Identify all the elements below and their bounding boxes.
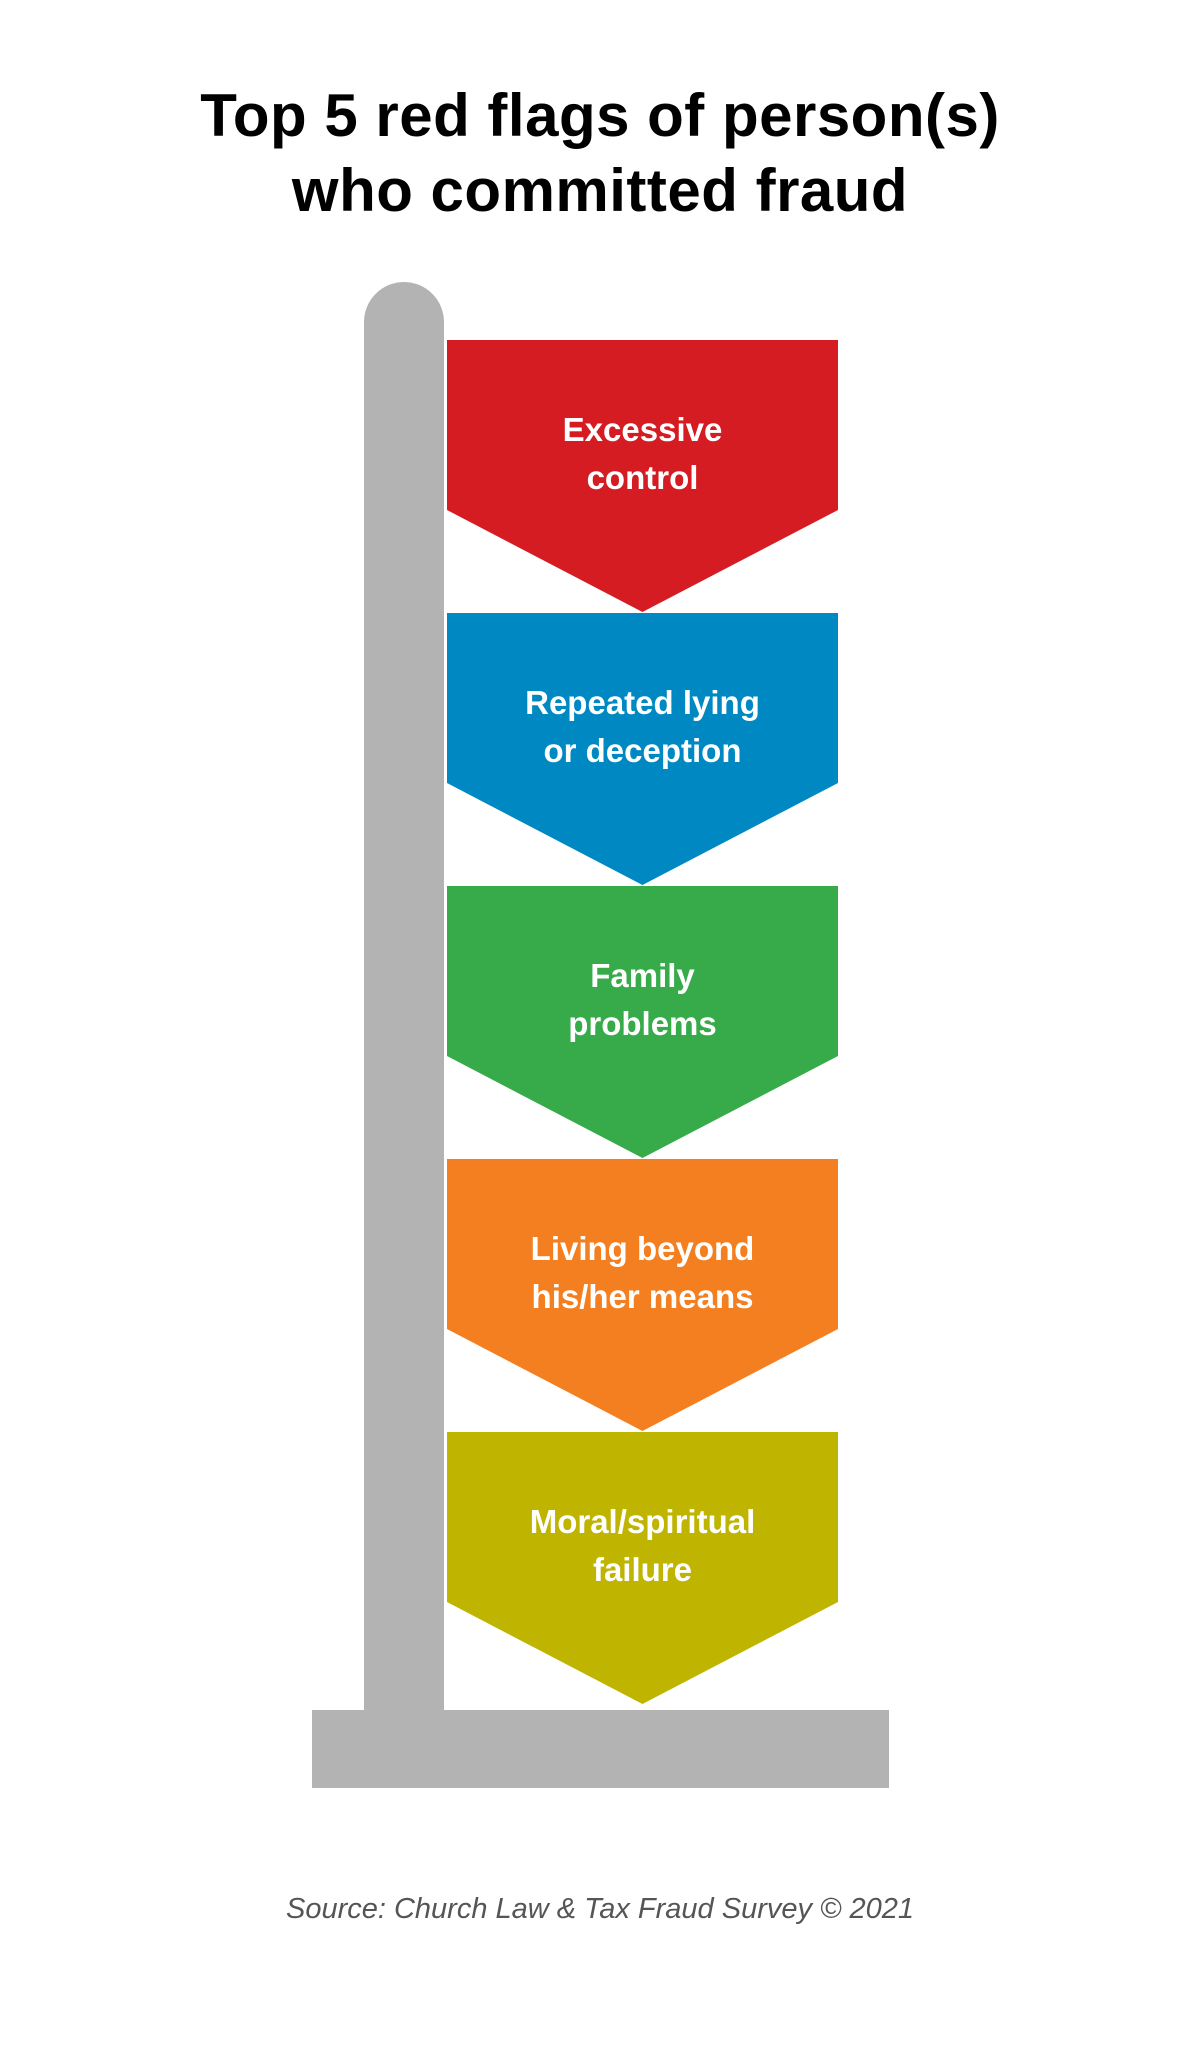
flag-label: Family problems: [568, 957, 717, 1042]
flag-moral-spiritual-failure: Moral/spiritual failure: [447, 1432, 838, 1704]
flag-family-problems: Family problems: [447, 886, 838, 1158]
flag-excessive-control: Excessive control: [447, 340, 838, 612]
flag-repeated-lying: Repeated lying or deception: [447, 613, 838, 885]
flag-label: Living beyond his/her means: [530, 1230, 755, 1315]
source-caption: Source: Church Law & Tax Fraud Survey © …: [285, 1893, 914, 1925]
page-title: Top 5 red flags of person(s) who committ…: [0, 78, 1200, 228]
flag-label: Repeated lying or deception: [525, 684, 760, 769]
sign-post: [364, 282, 444, 1722]
flag-living-beyond-means: Living beyond his/her means: [447, 1159, 838, 1431]
title-line-1: Top 5 red flags of person(s): [200, 82, 1000, 149]
flag-label: Moral/spiritual failure: [529, 1503, 756, 1588]
title-line-2: who committed fraud: [291, 157, 909, 224]
sign-post-base: [312, 1710, 889, 1788]
flag-label: Excessive control: [562, 411, 723, 496]
